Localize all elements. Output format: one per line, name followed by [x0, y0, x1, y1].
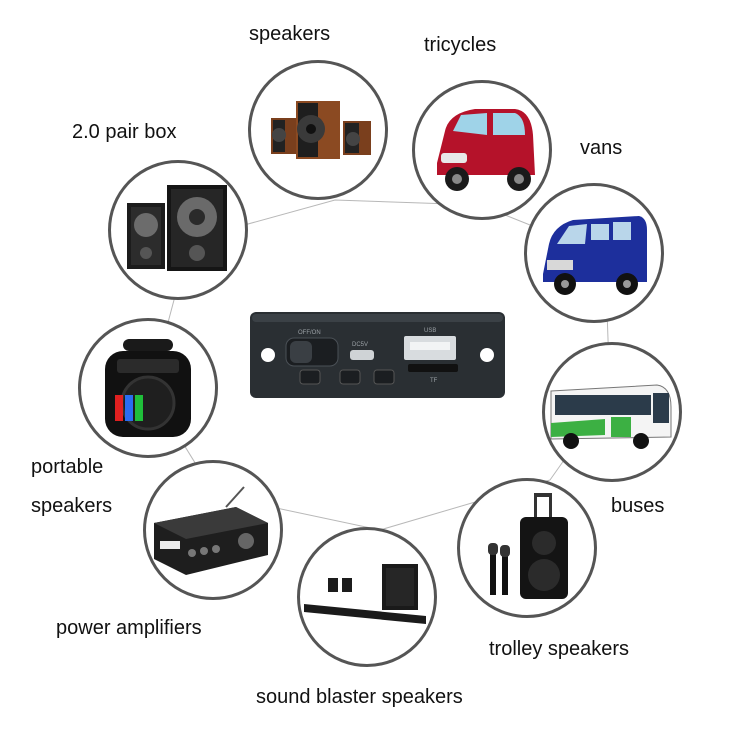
- pair-box-circle: [108, 160, 248, 300]
- speakers-photo-icon: [271, 101, 371, 159]
- van-circle: [524, 183, 664, 323]
- label-trolley-speakers: trolley speakers: [489, 638, 630, 660]
- label-power-amplifiers: power amplifiers: [56, 617, 202, 639]
- bus-circle: [542, 342, 682, 482]
- pair-box-photo-icon: [127, 185, 227, 271]
- tricycle-circle: [412, 80, 552, 220]
- label-portable: portable: [31, 456, 104, 478]
- trolley-speaker-photo-icon: [488, 493, 568, 599]
- label-buses: buses: [611, 495, 665, 517]
- amplifier-circle: [143, 460, 283, 600]
- dc-label: DC5V: [352, 342, 368, 348]
- label-sound-blaster: sound blaster speakers: [256, 686, 463, 708]
- switch-label: OFF/ON: [298, 330, 321, 336]
- tricycle-photo-icon: [437, 109, 535, 191]
- label-speakers: speakers: [249, 23, 331, 45]
- speakers-circle: [248, 60, 388, 200]
- label-pair-box: 2.0 pair box: [72, 121, 177, 143]
- label-portable-speakers: speakers: [31, 495, 113, 517]
- portable-speaker-photo-icon: [105, 339, 191, 437]
- bus-photo-icon: [550, 384, 672, 449]
- label-tricycles: tricycles: [424, 34, 497, 56]
- portable-speaker-circle: [78, 318, 218, 458]
- trolley-speaker-circle: [457, 478, 597, 618]
- van-photo-icon: [543, 216, 647, 295]
- tf-label: TF: [430, 378, 438, 384]
- mp3-decoder-module: OFF/ON DC5V USB TF: [250, 312, 505, 398]
- soundbar-photo-icon: [304, 564, 426, 624]
- label-vans: vans: [580, 137, 623, 159]
- usb-label: USB: [424, 328, 436, 334]
- soundbar-circle: [297, 527, 437, 667]
- amplifier-photo-icon: [154, 486, 268, 575]
